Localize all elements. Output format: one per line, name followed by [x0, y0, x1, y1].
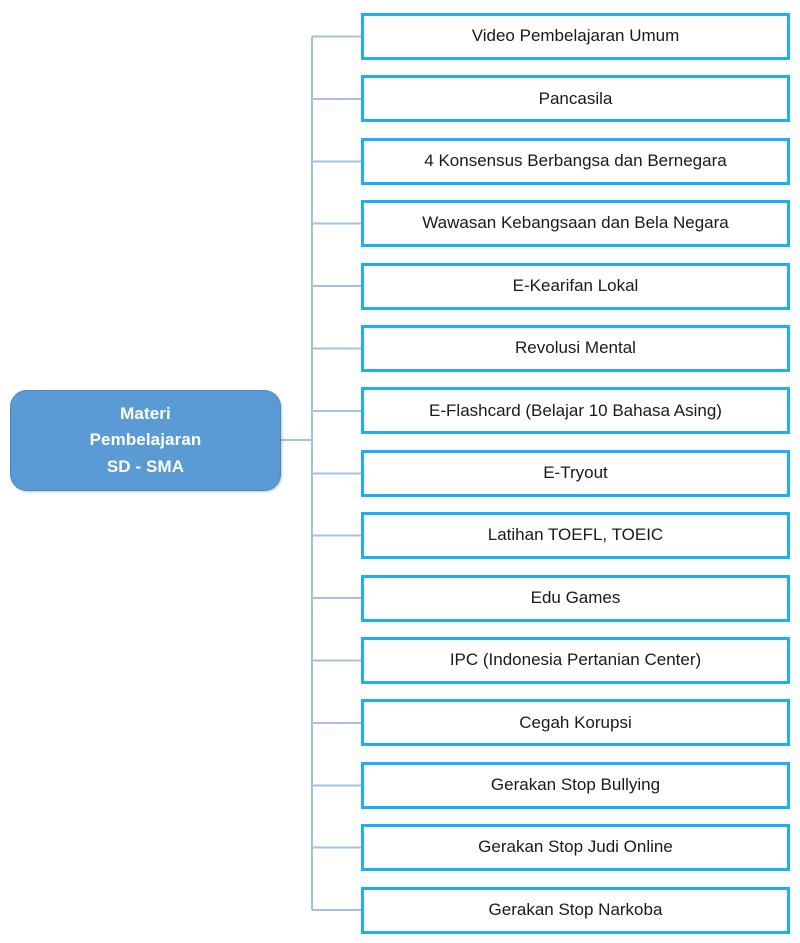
child-node-label: E-Tryout: [543, 463, 608, 483]
child-node-label: Wawasan Kebangsaan dan Bela Negara: [422, 213, 729, 233]
child-node-label: Latihan TOEFL, TOEIC: [487, 525, 664, 545]
child-node-label: E-Flashcard (Belajar 10 Bahasa Asing): [429, 400, 722, 420]
child-node[interactable]: Gerakan Stop Bullying: [361, 761, 790, 809]
child-node-label: Gerakan Stop Narkoba: [488, 899, 663, 919]
child-node[interactable]: Edu Games: [361, 574, 790, 622]
child-node[interactable]: Gerakan Stop Judi Online: [361, 824, 790, 872]
child-node-label: Gerakan Stop Bullying: [490, 775, 661, 795]
child-node[interactable]: Revolusi Mental: [361, 325, 790, 372]
child-node[interactable]: Latihan TOEFL, TOEIC: [361, 512, 790, 560]
child-node[interactable]: Pancasila: [361, 75, 790, 123]
child-node[interactable]: 4 Konsensus Berbangsa dan Bernegara: [361, 137, 790, 185]
child-node-label: Edu Games: [530, 587, 621, 607]
child-node[interactable]: E-Tryout: [361, 449, 790, 497]
child-node-label: E-Kearifan Lokal: [512, 275, 639, 295]
child-node-label: IPC (Indonesia Pertanian Center): [449, 650, 702, 670]
child-node-label: Gerakan Stop Judi Online: [478, 837, 673, 857]
child-node-label: Revolusi Mental: [515, 338, 636, 358]
root-node[interactable]: Materi Pembelajaran SD - SMA: [10, 390, 281, 491]
child-node[interactable]: E-Kearifan Lokal: [361, 262, 790, 310]
child-node[interactable]: IPC (Indonesia Pertanian Center): [361, 637, 790, 684]
child-node[interactable]: Cegah Korupsi: [361, 699, 790, 747]
root-node-label: Materi Pembelajaran SD - SMA: [89, 403, 202, 476]
child-node-label: Video Pembelajaran Umum: [471, 26, 680, 46]
child-node[interactable]: E-Flashcard (Belajar 10 Bahasa Asing): [361, 387, 790, 435]
child-node[interactable]: Wawasan Kebangsaan dan Bela Negara: [361, 200, 790, 248]
child-node-label: 4 Konsensus Berbangsa dan Bernegara: [424, 151, 727, 171]
child-node[interactable]: Video Pembelajaran Umum: [361, 13, 790, 60]
child-node-label: Pancasila: [538, 88, 613, 108]
child-node[interactable]: Gerakan Stop Narkoba: [361, 886, 790, 934]
child-node-label: Cegah Korupsi: [519, 712, 632, 732]
